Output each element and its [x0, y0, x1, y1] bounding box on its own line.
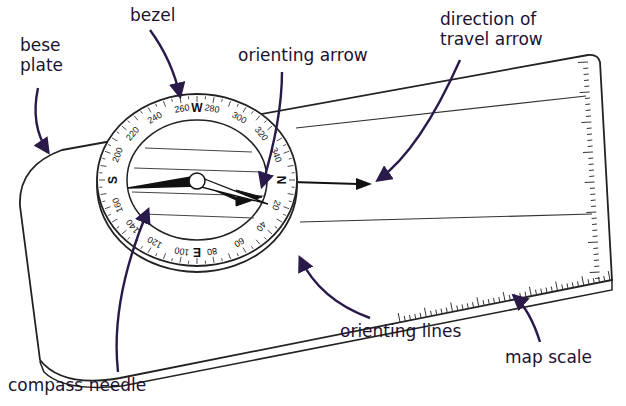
- dial-orienting-lines: [132, 148, 264, 218]
- bezel-number: 100: [174, 245, 190, 256]
- map-scale-ticks: [398, 62, 610, 322]
- callout-label: orienting lines: [340, 322, 500, 342]
- callout-label: bezel: [130, 6, 200, 26]
- bezel-ticks: [99, 96, 295, 264]
- travel-arrow-shaft: [292, 182, 358, 184]
- callout-label: orienting arrow: [238, 46, 398, 66]
- bezel-number: W: [191, 102, 202, 114]
- bezel-number: 80: [206, 246, 217, 257]
- bezel: [97, 94, 297, 266]
- bezel-number: S: [107, 176, 119, 184]
- needle-black: [128, 176, 197, 188]
- callout-label: bese plate: [20, 36, 72, 75]
- base-plate: [20, 55, 612, 381]
- leader-lines: [36, 30, 540, 372]
- pivot: [189, 173, 205, 189]
- bezel-number: E: [193, 246, 201, 258]
- bezel-number: N: [275, 176, 287, 185]
- needle-white: [197, 176, 268, 204]
- callout-label: compass needle: [8, 376, 178, 396]
- callout-label: direction of travel arrow: [440, 10, 590, 49]
- bezel-number: 20: [270, 198, 282, 210]
- travel-arrow-head: [356, 178, 372, 190]
- dial: [127, 120, 267, 240]
- plate-lines: [296, 96, 592, 222]
- callout-label: map scale: [505, 348, 615, 368]
